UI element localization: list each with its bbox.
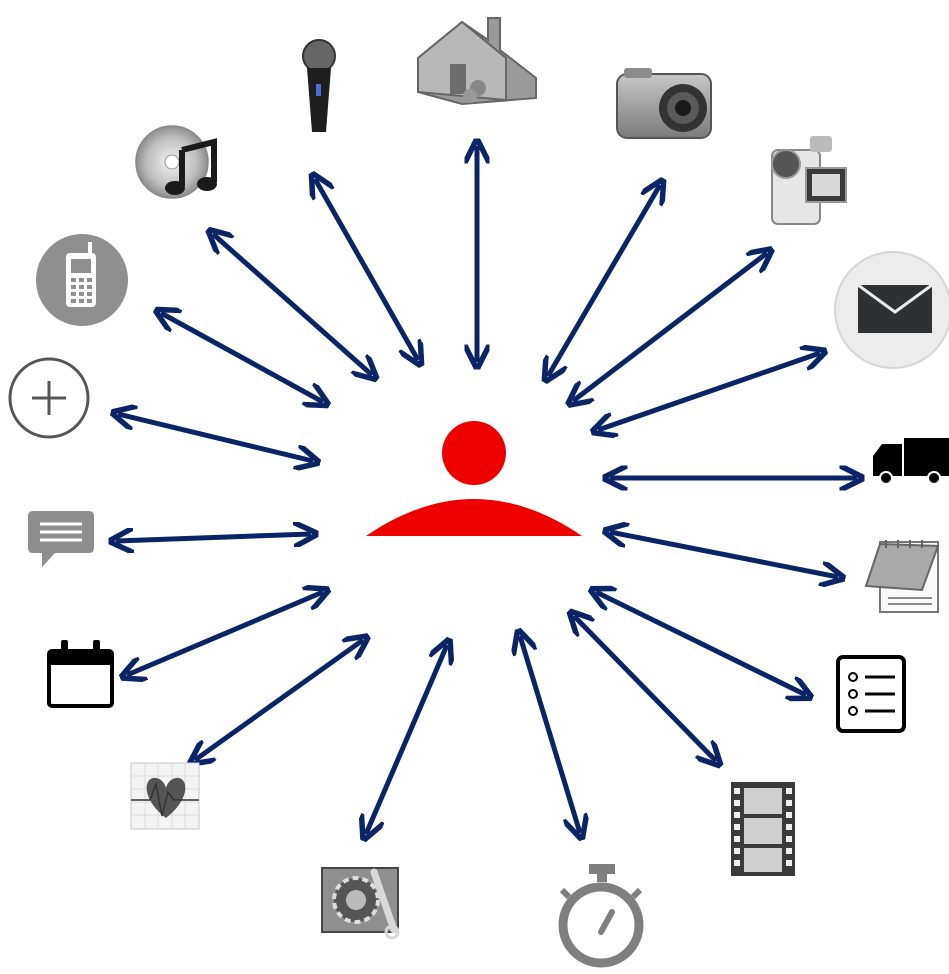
notepad-icon xyxy=(864,540,940,613)
add-circle-icon xyxy=(8,357,90,439)
connector-arrows xyxy=(116,146,857,834)
chat-bubble-icon xyxy=(28,511,94,567)
mobile-phone-icon xyxy=(36,234,128,326)
arrow-calendar xyxy=(127,592,323,675)
heart-rate-icon xyxy=(130,762,200,830)
arrow-phone xyxy=(161,313,323,402)
arrow-stopwatch xyxy=(520,636,580,833)
house-icon xyxy=(417,17,537,106)
video-camera-icon xyxy=(771,136,847,225)
delivery-truck-icon xyxy=(873,438,949,485)
arrow-settings-list xyxy=(596,592,806,695)
email-envelope-icon xyxy=(834,251,949,369)
arrow-chat xyxy=(116,534,311,541)
music-cd-icon xyxy=(135,125,217,199)
microphone-icon xyxy=(302,39,336,132)
photo-camera-icon xyxy=(616,68,712,139)
user-icon xyxy=(366,421,582,536)
arrow-heart-rate xyxy=(195,640,363,760)
arrow-utilities xyxy=(366,645,447,834)
arrow-microphone xyxy=(315,179,418,360)
settings-list-icon xyxy=(836,655,906,733)
arrow-add xyxy=(118,414,313,461)
arrow-email xyxy=(598,353,820,430)
stopwatch-icon xyxy=(558,864,644,968)
arrow-video-camera xyxy=(573,253,767,401)
arrow-film xyxy=(574,616,716,761)
film-strip-icon xyxy=(731,782,795,876)
utilities-wrench-icon xyxy=(321,867,400,940)
arrow-notepad xyxy=(610,532,838,577)
calendar-icon xyxy=(47,640,114,708)
